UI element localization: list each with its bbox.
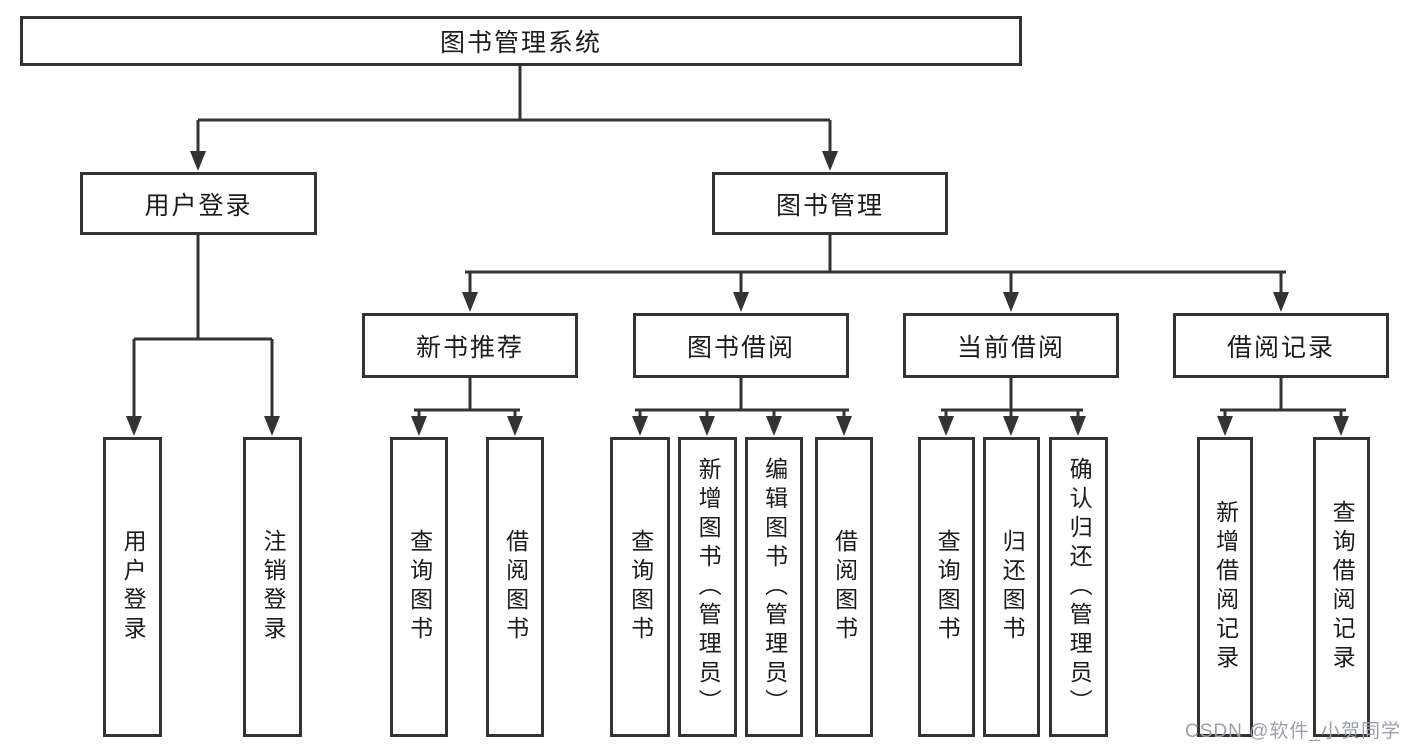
arrowhead [507,416,523,436]
arrowhead [632,416,648,436]
connector-line [132,234,274,420]
node-borrowing-records: 借阅记录 [1173,313,1389,378]
leaf-rec-borrow-books-label: 借阅图书 [502,529,529,645]
leaf-br-query-record-label: 查询借阅记录 [1329,500,1356,674]
arrowhead [1273,292,1289,312]
arrowhead [462,292,478,312]
leaf-bb-add-books: 新增图书（管理员） [678,437,737,737]
connector-line [1220,377,1346,420]
node-user-login: 用户登录 [80,172,317,235]
node-book-borrowing: 图书借阅 [633,313,849,378]
arrowhead [126,416,142,436]
leaf-cb-query-books: 查询图书 [918,437,975,737]
connector-line [465,234,1286,296]
leaf-rec-query-books: 查询图书 [390,437,448,737]
leaf-logout: 注销登录 [243,437,302,737]
leaf-br-add-record: 新增借阅记录 [1197,437,1253,737]
arrowhead [1070,416,1086,436]
arrowhead [1003,292,1019,312]
leaf-user-login-label: 用户登录 [120,529,147,645]
connector-line [635,377,849,420]
node-current-borrowing: 当前借阅 [903,313,1119,378]
arrowhead [938,416,954,436]
node-root: 图书管理系统 [20,16,1022,66]
arrowhead [1217,416,1233,436]
arrowhead [699,416,715,436]
arrowhead [733,292,749,312]
leaf-bb-borrow-books-label: 借阅图书 [831,529,858,645]
arrowhead [264,416,280,436]
arrowhead [411,416,427,436]
arrowhead [822,151,838,171]
leaf-bb-edit-books-label: 编辑图书（管理员） [761,456,788,718]
leaf-bb-edit-books: 编辑图书（管理员） [745,437,803,737]
arrowhead [836,416,852,436]
leaf-bb-query-books: 查询图书 [610,437,670,737]
leaf-logout-label: 注销登录 [260,529,287,645]
leaf-rec-query-books-label: 查询图书 [406,529,433,645]
leaf-bb-add-books-label: 新增图书（管理员） [695,456,722,718]
connector-line [941,377,1083,420]
node-book-management: 图书管理 [712,172,948,235]
node-new-book-recommendation: 新书推荐 [362,313,578,378]
arrowhead [1333,416,1349,436]
leaf-bb-borrow-books: 借阅图书 [815,437,873,737]
leaf-cb-query-books-label: 查询图书 [934,529,961,645]
arrowhead [190,151,206,171]
leaf-bb-query-books-label: 查询图书 [627,529,654,645]
connector-line [196,66,832,155]
arrowhead [1003,416,1019,436]
arrowhead [766,416,782,436]
leaf-cb-confirm-return: 确认归还（管理员） [1049,437,1108,737]
leaf-cb-confirm-return-label: 确认归还（管理员） [1066,456,1093,718]
leaf-rec-borrow-books: 借阅图书 [486,437,544,737]
leaf-cb-return-books-label: 归还图书 [999,529,1026,645]
leaf-cb-return-books: 归还图书 [983,437,1040,737]
connector-line [414,377,520,420]
leaf-user-login: 用户登录 [103,437,162,737]
leaf-br-query-record: 查询借阅记录 [1313,437,1370,737]
leaf-br-add-record-label: 新增借阅记录 [1212,500,1239,674]
